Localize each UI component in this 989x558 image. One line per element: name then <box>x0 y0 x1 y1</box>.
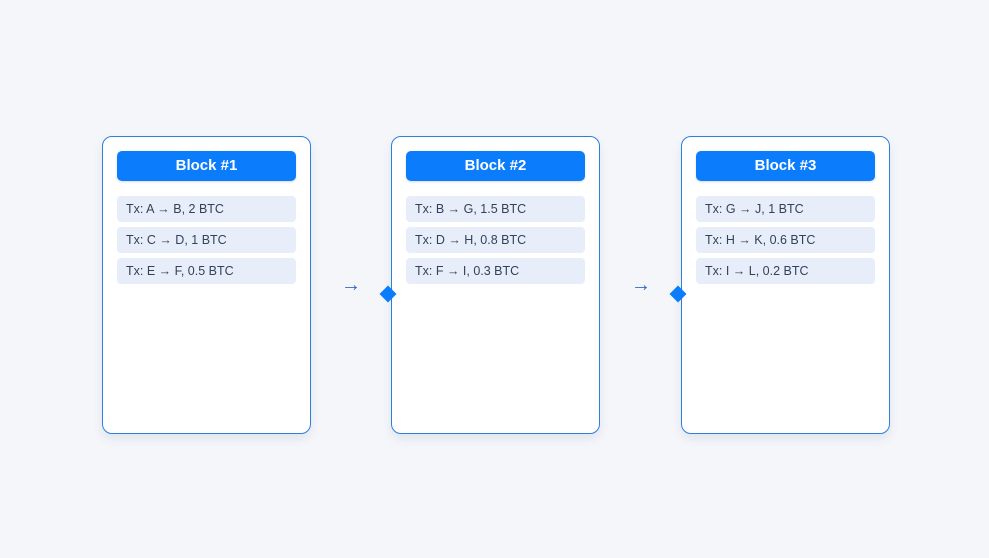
block-header: Block #3 <box>696 151 875 181</box>
transaction-row: Tx: I → L, 0.2 BTC <box>696 258 875 284</box>
block-header: Block #2 <box>406 151 585 181</box>
transaction-row: Tx: A → B, 2 BTC <box>117 196 296 222</box>
block-card-3: Block #3 Tx: G → J, 1 BTC Tx: H → K, 0.6… <box>681 136 890 434</box>
transaction-list: Tx: G → J, 1 BTC Tx: H → K, 0.6 BTC Tx: … <box>696 196 875 284</box>
block-card-1: Block #1 Tx: A → B, 2 BTC Tx: C → D, 1 B… <box>102 136 311 434</box>
transaction-row: Tx: F → I, 0.3 BTC <box>406 258 585 284</box>
transaction-row: Tx: C → D, 1 BTC <box>117 227 296 253</box>
transaction-row: Tx: E → F, 0.5 BTC <box>117 258 296 284</box>
block-card-2: Block #2 Tx: B → G, 1.5 BTC Tx: D → H, 0… <box>391 136 600 434</box>
block-title: Block #2 <box>464 157 527 174</box>
right-arrow-icon: → <box>341 274 361 296</box>
transaction-row: Tx: D → H, 0.8 BTC <box>406 227 585 253</box>
transaction-list: Tx: A → B, 2 BTC Tx: C → D, 1 BTC Tx: E … <box>117 196 296 284</box>
block-title: Block #3 <box>754 157 817 174</box>
transaction-row: Tx: G → J, 1 BTC <box>696 196 875 222</box>
transaction-row: Tx: H → K, 0.6 BTC <box>696 227 875 253</box>
transaction-row: Tx: B → G, 1.5 BTC <box>406 196 585 222</box>
right-arrow-icon: → <box>631 274 651 296</box>
block-title: Block #1 <box>175 157 238 174</box>
block-header: Block #1 <box>117 151 296 181</box>
transaction-list: Tx: B → G, 1.5 BTC Tx: D → H, 0.8 BTC Tx… <box>406 196 585 284</box>
